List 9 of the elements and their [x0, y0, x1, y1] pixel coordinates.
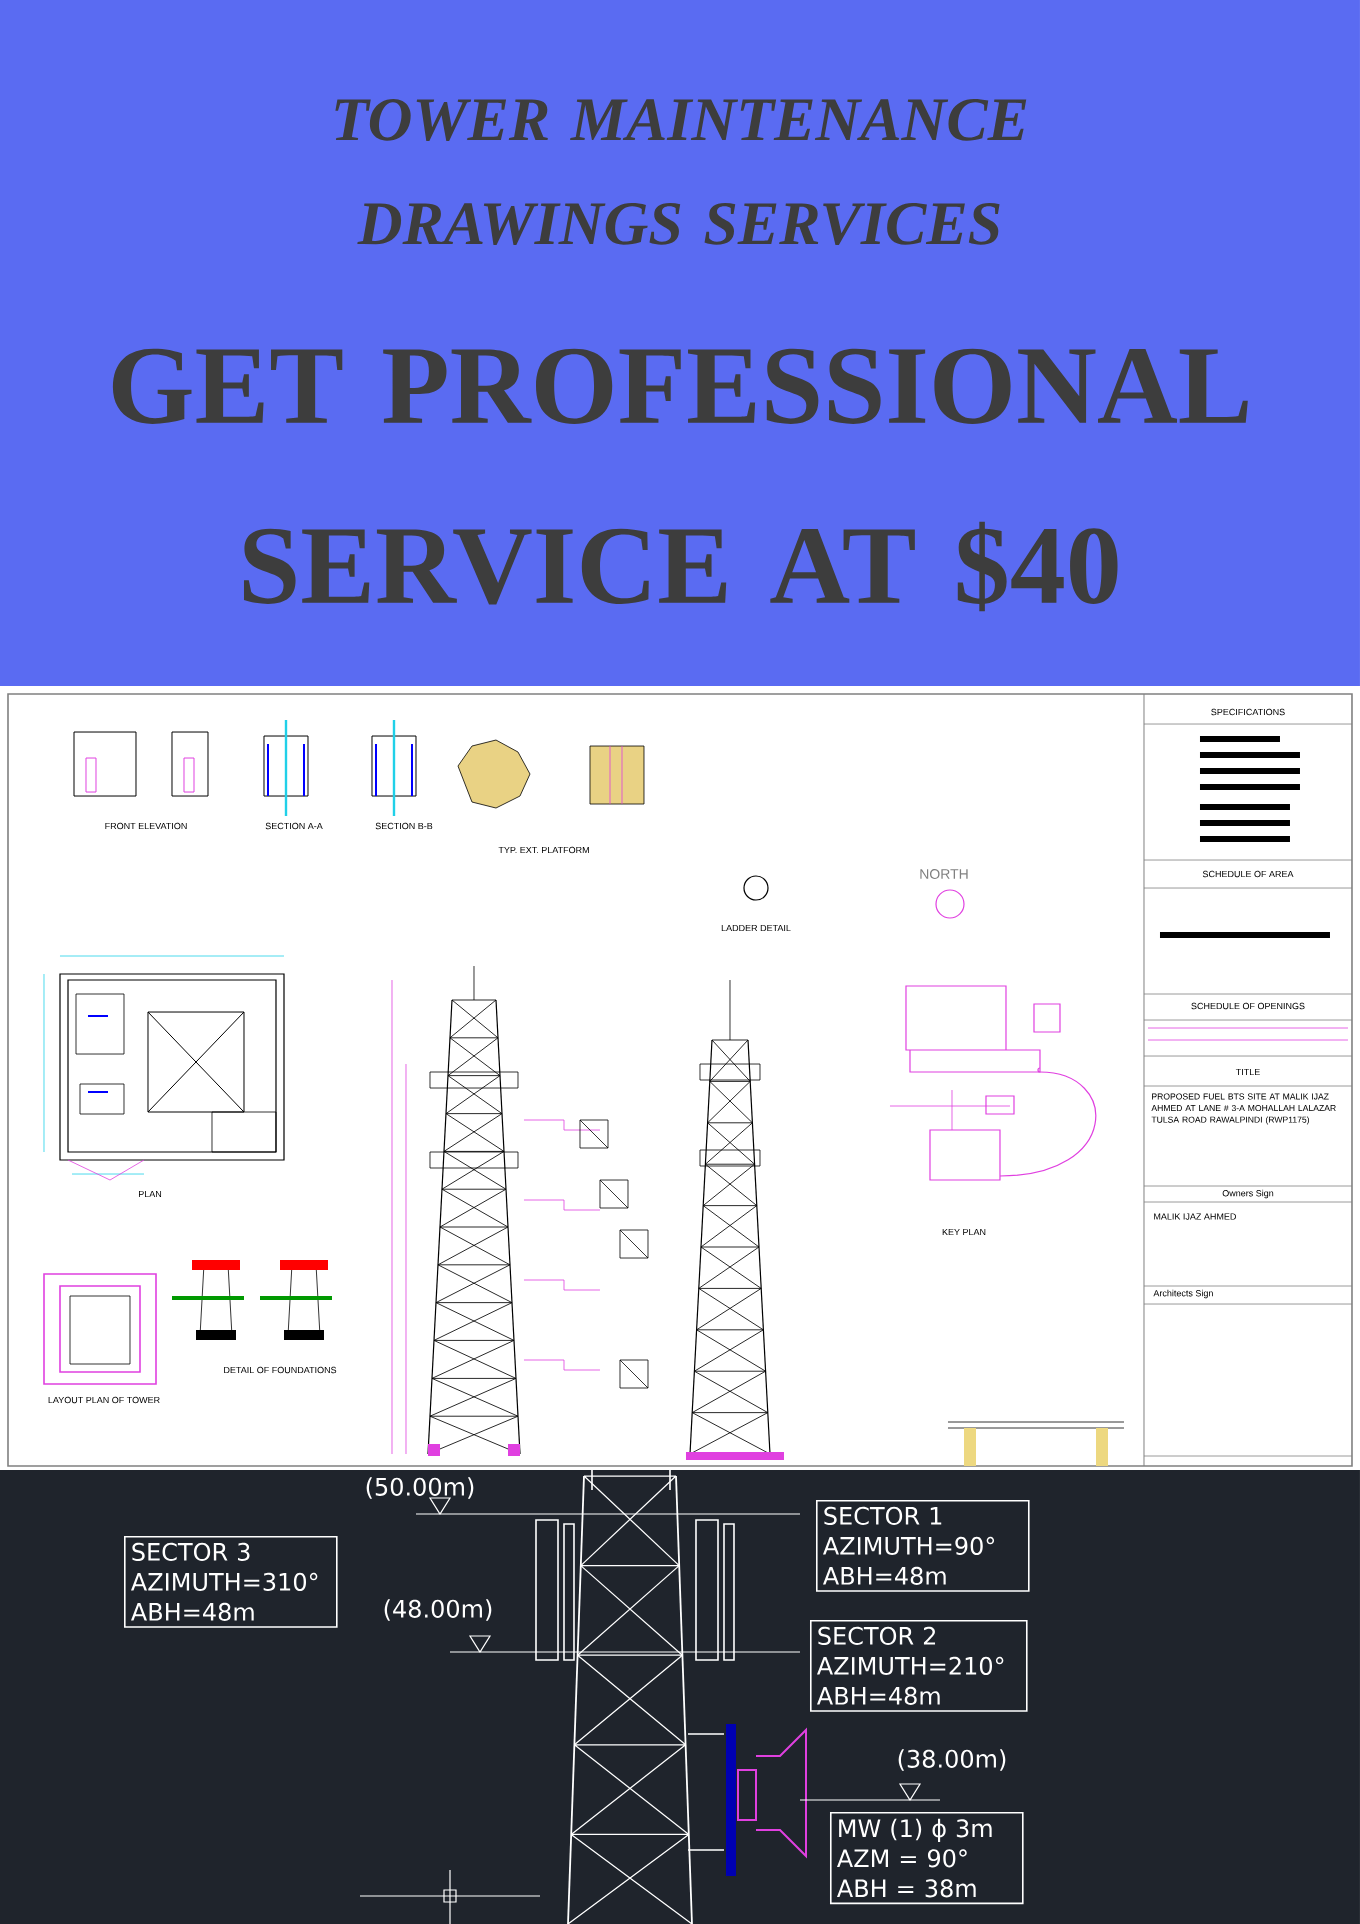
title: TOWER MAINTENANCE DRAWINGS SERVICES: [335, 99, 1027, 245]
level-label: (38.00m): [898, 1749, 1006, 1771]
level-label: (48.00m): [384, 1599, 492, 1621]
label-box: SECTOR 2 AZIMUTH=210° ABH=48m: [810, 1620, 1028, 1712]
level-label: (50.00m): [366, 1477, 474, 1499]
label-box: SECTOR 1 AZIMUTH=90° ABH=48m: [816, 1500, 1030, 1592]
label-box: MW (1) ϕ 3m AZM = 90° ABH = 38m: [830, 1812, 1024, 1905]
label-box: SECTOR 3 AZIMUTH=310° ABH=48m: [124, 1536, 338, 1628]
headline: GET PROFESSIONAL SERVICE AT $40: [112, 348, 1248, 612]
